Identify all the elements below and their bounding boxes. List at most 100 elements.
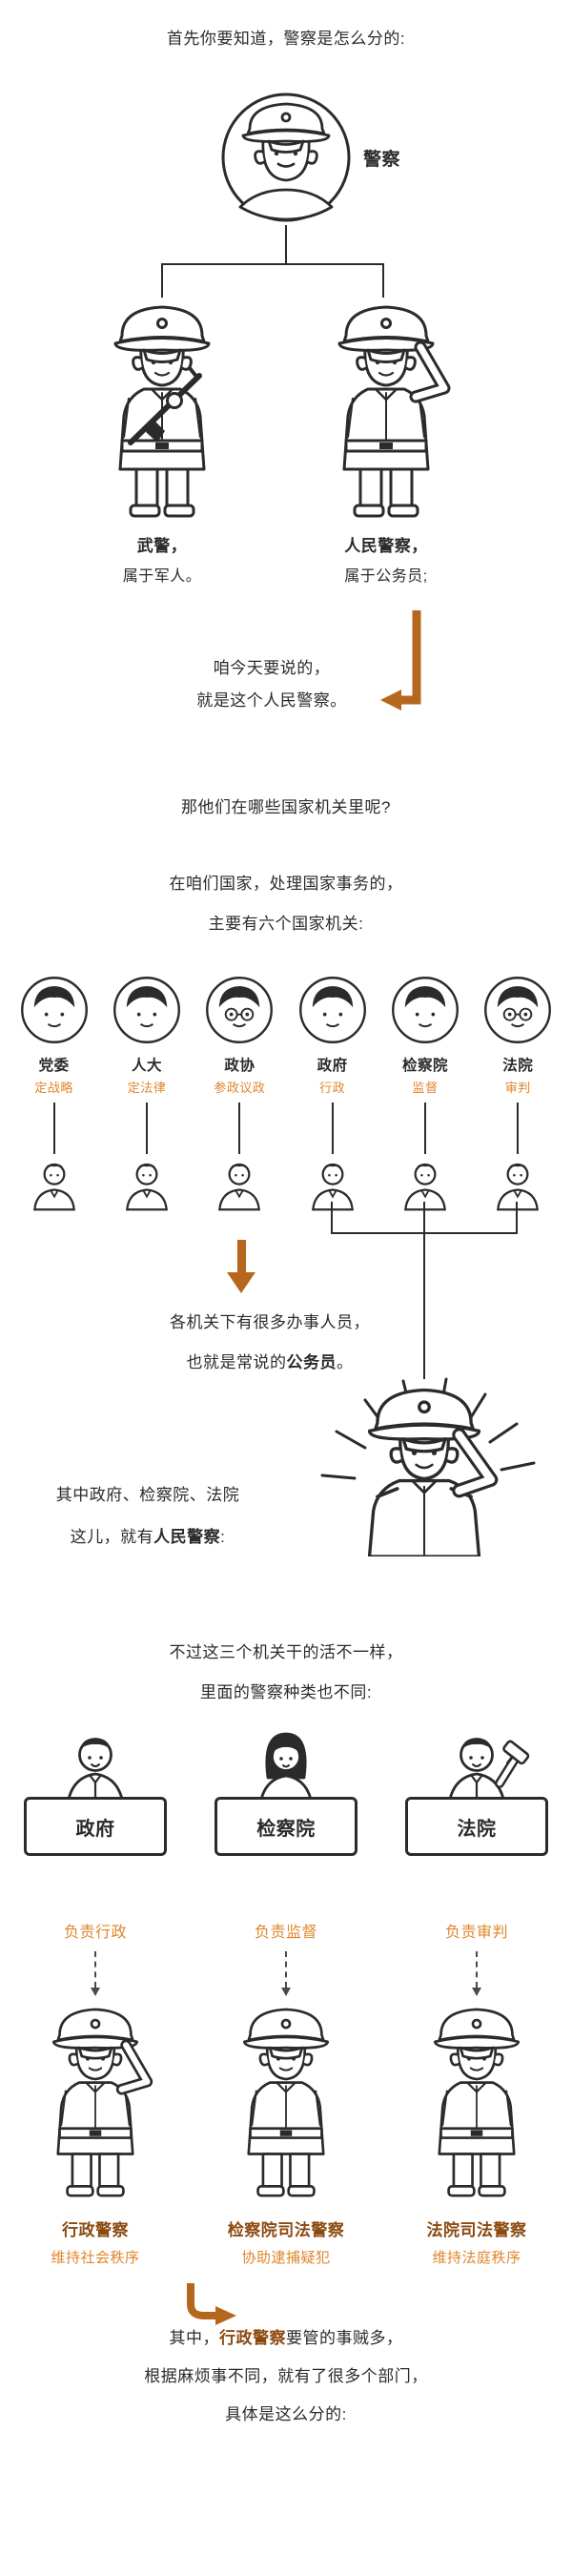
duty-court: 负责审判 xyxy=(444,1925,508,1941)
court-avatar-icon xyxy=(482,975,553,1045)
organ-name: 党委 xyxy=(38,1058,70,1074)
dashed-arrow-row xyxy=(0,1951,572,1996)
diff-note: 不过这三个机关干的活不一样， 里面的警察种类也不同: xyxy=(0,1633,572,1713)
administrative-police-bold: 行政警察 xyxy=(219,2329,286,2347)
bracket-stem xyxy=(423,1234,425,1379)
police-type-duty-row: 维持社会秩序 协助逮捕疑犯 维持法庭秩序 xyxy=(0,2247,572,2267)
congress-avatar-icon xyxy=(112,975,182,1045)
party-avatar-icon xyxy=(19,975,90,1045)
callout-line1: 咱今天要说的， xyxy=(213,659,331,677)
callout-line2: 就是这个人民警察。 xyxy=(196,691,347,710)
civil-servant-figure xyxy=(492,1160,543,1211)
organ-name: 政协 xyxy=(224,1058,255,1074)
court-judicial-police-figure xyxy=(413,2001,541,2205)
people-police-desc: 属于公务员; xyxy=(344,568,428,585)
police-note-line1: 其中政府、检察院、法院 xyxy=(55,1486,240,1504)
organ-column-party: 党委 定战略 xyxy=(8,975,100,1211)
civil-servant-bold: 公务员 xyxy=(286,1353,337,1371)
staff-note-line2: 也就是常说的公务员。 xyxy=(0,1343,540,1383)
administrative-police-figure xyxy=(31,2001,159,2205)
desk-government: 政府 xyxy=(0,1724,191,1856)
armed-police-name: 武警， xyxy=(136,537,188,555)
bracket-line-procuratorate xyxy=(423,1202,425,1232)
police-types-row xyxy=(0,2001,572,2205)
text-segment: 这儿，就有 xyxy=(70,1528,154,1546)
police-type-name: 法院司法警察 xyxy=(426,2221,527,2239)
staff-note-line1: 各机关下有很多办事人员， xyxy=(170,1313,370,1331)
procuratorate-avatar-icon xyxy=(390,975,460,1045)
desk-label: 法院 xyxy=(457,1818,497,1840)
duty-procuratorate: 负责监督 xyxy=(254,1925,317,1941)
root-label: 警察 xyxy=(363,150,401,170)
police-type-name: 行政警察 xyxy=(62,2221,129,2239)
connector-line xyxy=(331,1103,334,1154)
police-type-duty: 维持社会秩序 xyxy=(51,2250,140,2266)
connector-line xyxy=(238,1103,241,1154)
organ-name: 检察院 xyxy=(401,1058,448,1074)
big-saluting-officer-figure xyxy=(339,1379,509,1556)
people-police-name: 人民警察， xyxy=(344,537,428,555)
text-segment: 。 xyxy=(337,1353,354,1371)
police-type-duty: 维持法庭秩序 xyxy=(432,2250,521,2266)
government-avatar-icon xyxy=(297,975,368,1045)
court-desk-sign: 法院 xyxy=(405,1797,548,1856)
police-type-name: 检察院司法警察 xyxy=(227,2221,345,2239)
organ-role: 监督 xyxy=(412,1081,439,1095)
organ-name: 政府 xyxy=(317,1058,348,1074)
text-segment: 其中， xyxy=(169,2329,219,2347)
staff-note: 各机关下有很多办事人员， 也就是常说的公务员。 xyxy=(0,1303,540,1383)
civil-servant-figure xyxy=(29,1160,80,1211)
diff-note-line1: 不过这三个机关干的活不一样， xyxy=(169,1643,403,1661)
civil-servant-figure xyxy=(214,1160,265,1211)
procuratorate-judicial-police-figure xyxy=(222,2001,350,2205)
bracket-line-court xyxy=(516,1202,518,1232)
tree-horizontal-line xyxy=(161,263,384,265)
police-note-line2: 这儿，就有人民警察: xyxy=(10,1516,286,1558)
armed-police-desc: 属于军人。 xyxy=(122,568,202,585)
outro-line1: 其中，行政警察要管的事贼多， xyxy=(0,2319,572,2358)
procuratorate-desk-sign: 检察院 xyxy=(214,1797,358,1856)
dashed-arrow-icon xyxy=(472,1951,481,1996)
organ-column-court: 法院 审判 xyxy=(472,975,564,1211)
duty-row: 负责行政 负责监督 负责审判 xyxy=(0,1919,572,1942)
organ-role: 定法律 xyxy=(127,1081,167,1095)
duty-government: 负责行政 xyxy=(63,1925,127,1941)
connector-line xyxy=(423,1103,426,1154)
connector-line xyxy=(145,1103,148,1154)
outro-line2: 根据麻烦事不同，就有了很多个部门， xyxy=(144,2367,428,2385)
tree-stem-root xyxy=(285,225,287,263)
down-arrow-icon xyxy=(227,1240,255,1293)
connector-line xyxy=(517,1103,520,1154)
organ-role: 审判 xyxy=(504,1081,531,1095)
text-segment: : xyxy=(220,1528,226,1546)
tree-stem-right xyxy=(382,265,384,298)
police-type-name-row: 行政警察 检察院司法警察 法院司法警察 xyxy=(0,2216,572,2240)
government-desk-sign: 政府 xyxy=(24,1797,167,1856)
bracket-line-government xyxy=(331,1202,333,1232)
organs-intro: 在咱们国家，处理国家事务的， 主要有六个国家机关: xyxy=(0,864,572,944)
text-segment: 要管的事贼多， xyxy=(286,2329,403,2347)
armed-police-label-block: 武警， 属于军人。 xyxy=(67,532,257,586)
organ-name: 人大 xyxy=(131,1058,162,1074)
desk-procuratorate: 检察院 xyxy=(191,1724,381,1856)
organ-column-government: 政府 行政 xyxy=(286,975,378,1211)
callout-arrow-icon xyxy=(380,610,421,711)
armed-police-figure xyxy=(91,298,234,526)
organs-row: 党委 定战略 人大 定法律 政协 参政议政 政府 行政 xyxy=(8,975,564,1211)
organ-column-congress: 人大 定法律 xyxy=(100,975,193,1211)
police-portrait-icon xyxy=(221,93,351,222)
dashed-arrow-icon xyxy=(281,1951,291,1996)
question-text: 那他们在哪些国家机关里呢? xyxy=(181,798,391,816)
organ-role: 行政 xyxy=(319,1081,346,1095)
people-police-bold: 人民警察 xyxy=(153,1528,221,1546)
outro-text: 其中，行政警察要管的事贼多， 根据麻烦事不同，就有了很多个部门， 具体是这么分的… xyxy=(0,2319,572,2434)
organs-intro-line1: 在咱们国家，处理国家事务的， xyxy=(169,875,403,893)
desk-court: 法院 xyxy=(381,1724,572,1856)
outro-line3: 具体是这么分的: xyxy=(225,2405,347,2423)
people-police-label-block: 人民警察， 属于公务员; xyxy=(291,532,481,586)
people-police-figure xyxy=(315,298,458,526)
connector-line xyxy=(52,1103,55,1154)
tree-stem-left xyxy=(161,265,163,298)
organ-column-cppcc: 政协 参政议政 xyxy=(194,975,286,1211)
